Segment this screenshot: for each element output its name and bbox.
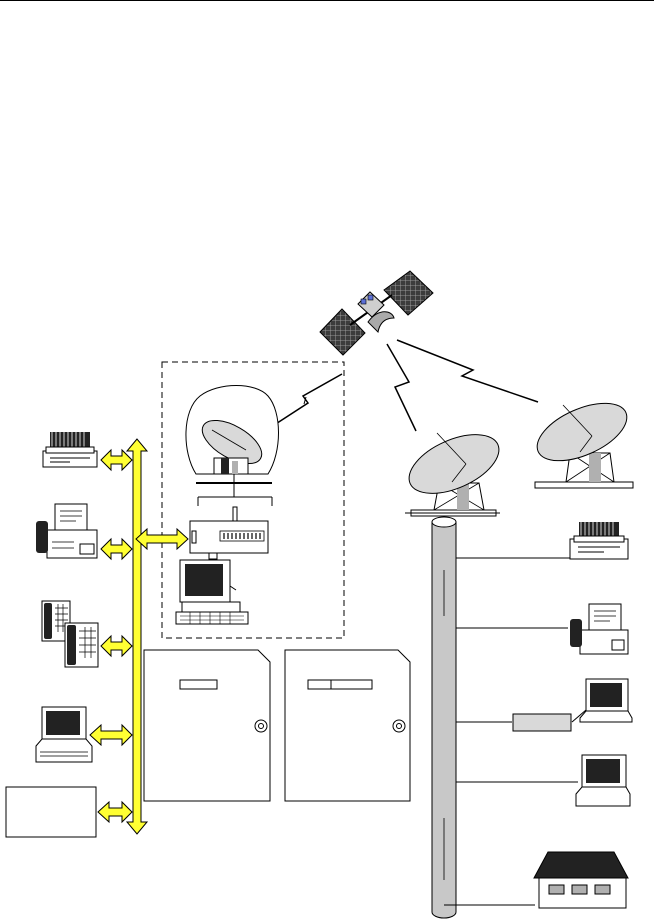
equipment-cabinet — [143, 649, 271, 802]
top-rule — [0, 0, 654, 1]
lightning-icon — [267, 373, 343, 430]
network-adapter-box — [512, 713, 572, 732]
trunk-pipe — [431, 516, 457, 919]
branch-lines — [444, 557, 587, 906]
lightning-icon — [396, 339, 539, 403]
external-device-box — [5, 786, 97, 838]
phone-icon — [41, 600, 99, 668]
desktop-icon — [175, 552, 249, 625]
laptop-icon — [575, 754, 631, 807]
dish-icon — [405, 432, 500, 517]
dish-icon — [534, 402, 634, 489]
fax-icon — [36, 503, 98, 559]
laptop-icon — [579, 678, 633, 723]
building-icon — [533, 851, 629, 909]
lightning-icon — [386, 343, 417, 432]
fax-icon — [570, 603, 629, 655]
modem-rack — [189, 506, 269, 554]
printer-icon — [569, 522, 629, 560]
satellite-icon — [319, 270, 434, 356]
dish-icon — [185, 385, 279, 506]
printer-icon — [42, 432, 98, 468]
yellow-bus — [89, 438, 189, 835]
laptop-icon — [35, 706, 93, 763]
ground-station-boundary — [161, 361, 345, 639]
equipment-cabinet — [284, 649, 411, 802]
